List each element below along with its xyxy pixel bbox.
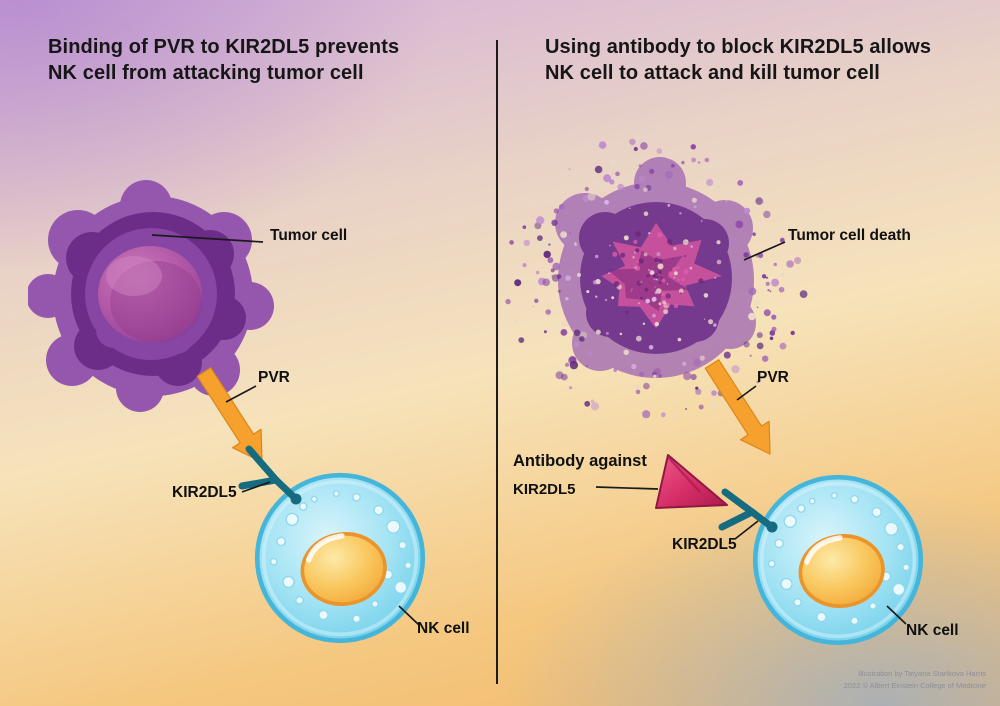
tumor-cell-label: Tumor cell [270, 227, 348, 244]
tumor-nucleus-highlight [106, 256, 162, 296]
nk-cell-illustration [746, 468, 930, 652]
antibody-label: Antibody against [513, 452, 647, 470]
right-panel-title: Using antibody to block KIR2DL5 allows N… [545, 36, 932, 85]
tumor-cell-death-label: Tumor cell death [788, 227, 911, 244]
pvr-label: PVR [757, 369, 789, 386]
antibody-label-target: KIR2DL5 [513, 481, 576, 498]
tumor-cell-death-illustration [505, 134, 808, 419]
nk-cell-label: NK cell [417, 620, 470, 637]
tumor-cell-illustration [28, 180, 274, 412]
pvr-label: PVR [258, 369, 290, 386]
dying-tumor-dark-core [607, 250, 691, 312]
antibody-fold-line [667, 456, 701, 493]
panel-divider [496, 40, 498, 684]
antibody-label-line [595, 486, 659, 490]
antibody [655, 454, 728, 509]
nk-cell-illustration [248, 466, 432, 650]
kir2dl5-label: KIR2DL5 [172, 484, 237, 501]
illustration-credit: Illustration by Tatyana Starikova Harris… [843, 669, 986, 690]
kir2dl5-label: KIR2DL5 [672, 536, 737, 553]
left-panel-title: Binding of PVR to KIR2DL5 prevents NK ce… [48, 36, 400, 85]
nk-cell-label: NK cell [906, 622, 959, 639]
